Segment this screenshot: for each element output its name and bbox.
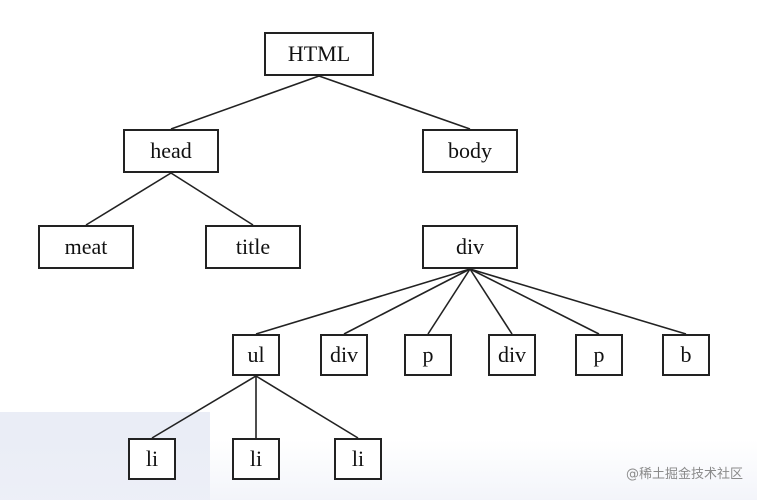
node-div: div [422, 225, 518, 269]
node-p-child-1: p [404, 334, 452, 376]
edge-ul-li1 [151, 375, 257, 439]
node-div-child-2: div [488, 334, 536, 376]
edge-div-p2 [469, 268, 600, 335]
edge-html-body [318, 75, 471, 130]
edge-div-div3 [469, 268, 513, 335]
edge-div-ul [255, 268, 471, 335]
watermark-text: @稀土掘金技术社区 [625, 467, 743, 482]
node-b: b [662, 334, 710, 376]
node-body: body [422, 129, 518, 173]
node-li-3: li [334, 438, 382, 480]
edge-div-div2 [343, 268, 471, 335]
edge-html-head [170, 75, 320, 130]
node-meat: meat [38, 225, 134, 269]
edge-head-title [170, 172, 254, 226]
edge-div-p1 [427, 268, 471, 335]
edge-head-meat [85, 172, 172, 226]
node-p-child-2: p [575, 334, 623, 376]
node-li-1: li [128, 438, 176, 480]
edge-div-b [469, 268, 687, 335]
node-head: head [123, 129, 219, 173]
node-title: title [205, 225, 301, 269]
node-div-child-1: div [320, 334, 368, 376]
node-ul: ul [232, 334, 280, 376]
node-html: HTML [264, 32, 374, 76]
edge-ul-li3 [255, 375, 359, 439]
node-li-2: li [232, 438, 280, 480]
